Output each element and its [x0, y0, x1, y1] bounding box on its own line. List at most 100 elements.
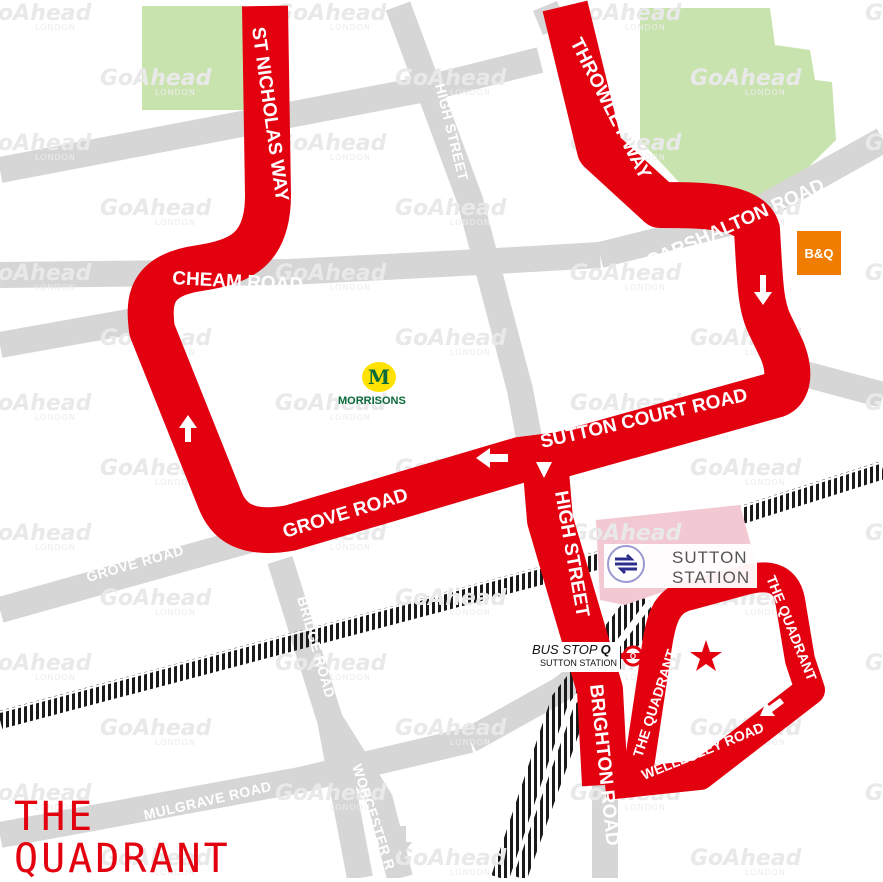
watermark-text: GoAhead — [275, 651, 387, 676]
watermark-text: GoAhead — [0, 781, 92, 806]
watermark-sub: LONDON — [155, 608, 196, 617]
watermark-sub: LONDON — [745, 478, 786, 487]
watermark-text: GoAhead — [395, 586, 507, 611]
watermark-text: GoAhead — [395, 326, 507, 351]
watermark-text: GoAhead — [275, 131, 387, 156]
road-grey-grove-west — [0, 527, 254, 623]
road-grey-high-street-north — [385, 1, 548, 473]
road-grey-worcester — [318, 713, 413, 878]
watermark-sub: LONDON — [330, 673, 371, 682]
bus-stop-label: BUS STOP Q — [532, 642, 611, 657]
watermark-text: GoAhead — [0, 131, 92, 156]
watermark-text: GoAhead — [395, 66, 507, 91]
bus-stop-roundel-icon: Q — [621, 645, 645, 667]
road-grey-bridge — [267, 556, 373, 878]
bus-stop-label-box — [526, 642, 620, 672]
watermark-text: GoAhead — [275, 261, 387, 286]
watermark-text: GoAhead — [100, 196, 212, 221]
park-west — [142, 6, 245, 110]
morrisons-name: MORRISONS — [338, 395, 406, 407]
watermark-text: GoAhead — [275, 391, 387, 416]
park-east — [640, 8, 836, 205]
watermark-text: GoAhead — [0, 651, 92, 676]
watermark-text: GoAhead — [275, 781, 387, 806]
watermark-sub: LONDON — [625, 283, 666, 292]
watermark-text: GoAhead — [100, 716, 212, 741]
national-rail-icon — [607, 545, 645, 583]
direction-arrow-icon — [394, 826, 412, 854]
station-name-line2: STATION — [672, 568, 751, 587]
morrisons-logo: M — [362, 362, 396, 392]
route-high-street — [522, 458, 628, 787]
watermark-text: GoAhead — [865, 781, 883, 806]
watermark-sub: LONDON — [330, 543, 371, 552]
watermark-text: GoAhead — [865, 131, 883, 156]
watermark-text: GoAhead — [865, 261, 883, 286]
watermark-text: GoAhead — [395, 716, 507, 741]
bus-stop-roundel-letter: Q — [630, 652, 636, 661]
watermark-text: GoAhead — [0, 391, 92, 416]
watermark-text: GoAhead — [690, 66, 802, 91]
watermark-sub: LONDON — [450, 88, 491, 97]
watermark-sub: LONDON — [450, 608, 491, 617]
bq-logo: B&Q — [797, 231, 841, 275]
watermark-sub: LONDON — [625, 153, 666, 162]
direction-arrow-icon — [754, 275, 772, 305]
watermark-sub: LONDON — [745, 868, 786, 877]
road-grey-mulgrave — [0, 727, 473, 848]
watermark-text: GoAhead — [0, 521, 92, 546]
watermark-text: GoAhead — [0, 261, 92, 286]
map-title-line1: THE — [14, 794, 96, 840]
watermark-sub: LONDON — [625, 23, 666, 32]
watermark-sub: LONDON — [35, 543, 76, 552]
bus-stop-sub: SUTTON STATION — [540, 658, 618, 668]
map-title-line2: QUADRANT — [14, 836, 231, 882]
watermark-sub: LONDON — [35, 283, 76, 292]
watermark-text: GoAhead — [570, 521, 682, 546]
direction-arrows — [179, 275, 784, 854]
watermark-sub: LONDON — [330, 803, 371, 812]
watermark-sub: LONDON — [330, 413, 371, 422]
watermark-text: GoAhead — [570, 261, 682, 286]
watermark-sub: LONDON — [450, 218, 491, 227]
watermark-sub: LONDON — [450, 738, 491, 747]
watermark-text: GoAhead — [865, 1, 883, 26]
watermark-sub: LONDON — [155, 868, 196, 877]
watermark-text: GoAhead — [865, 391, 883, 416]
parks — [142, 6, 836, 205]
watermark-sub: LONDON — [450, 348, 491, 357]
watermark-text: GoAhead — [100, 586, 212, 611]
watermark-sub: LONDON — [35, 673, 76, 682]
road-grey-west-link — [0, 307, 143, 358]
watermark-sub: LONDON — [745, 88, 786, 97]
watermark-sub: LONDON — [155, 738, 196, 747]
watermark-text: GoAhead — [690, 456, 802, 481]
direction-arrow-icon — [760, 698, 784, 716]
station-name-line1: SUTTON — [672, 548, 748, 567]
watermark-sub: LONDON — [155, 478, 196, 487]
watermark-sub: LONDON — [625, 803, 666, 812]
star-icon — [690, 640, 722, 671]
station-name: SUTTON STATION — [672, 548, 750, 588]
watermark-sub: LONDON — [155, 218, 196, 227]
bus-stop-letter: Q — [600, 642, 611, 657]
watermark-sub: LONDON — [35, 803, 76, 812]
direction-arrow-icon — [476, 448, 508, 468]
watermark-text: GoAhead — [0, 1, 92, 26]
watermark-text: GoAhead — [690, 846, 802, 871]
watermark-text: GoAhead — [395, 846, 507, 871]
map-title: THE QUADRANT — [14, 796, 231, 880]
route-main-loop — [127, 0, 811, 554]
direction-arrow-icon — [179, 415, 197, 442]
watermark-sub: LONDON — [35, 153, 76, 162]
watermark-sub: LONDON — [155, 88, 196, 97]
watermark-sub: LONDON — [450, 868, 491, 877]
watermark-sub: LONDON — [330, 23, 371, 32]
watermark-sub: LONDON — [35, 413, 76, 422]
watermark-text: GoAhead — [865, 651, 883, 676]
bus-stop-prefix: BUS STOP — [532, 642, 598, 657]
watermark-text: GoAhead — [100, 66, 212, 91]
watermark-sub: LONDON — [330, 283, 371, 292]
